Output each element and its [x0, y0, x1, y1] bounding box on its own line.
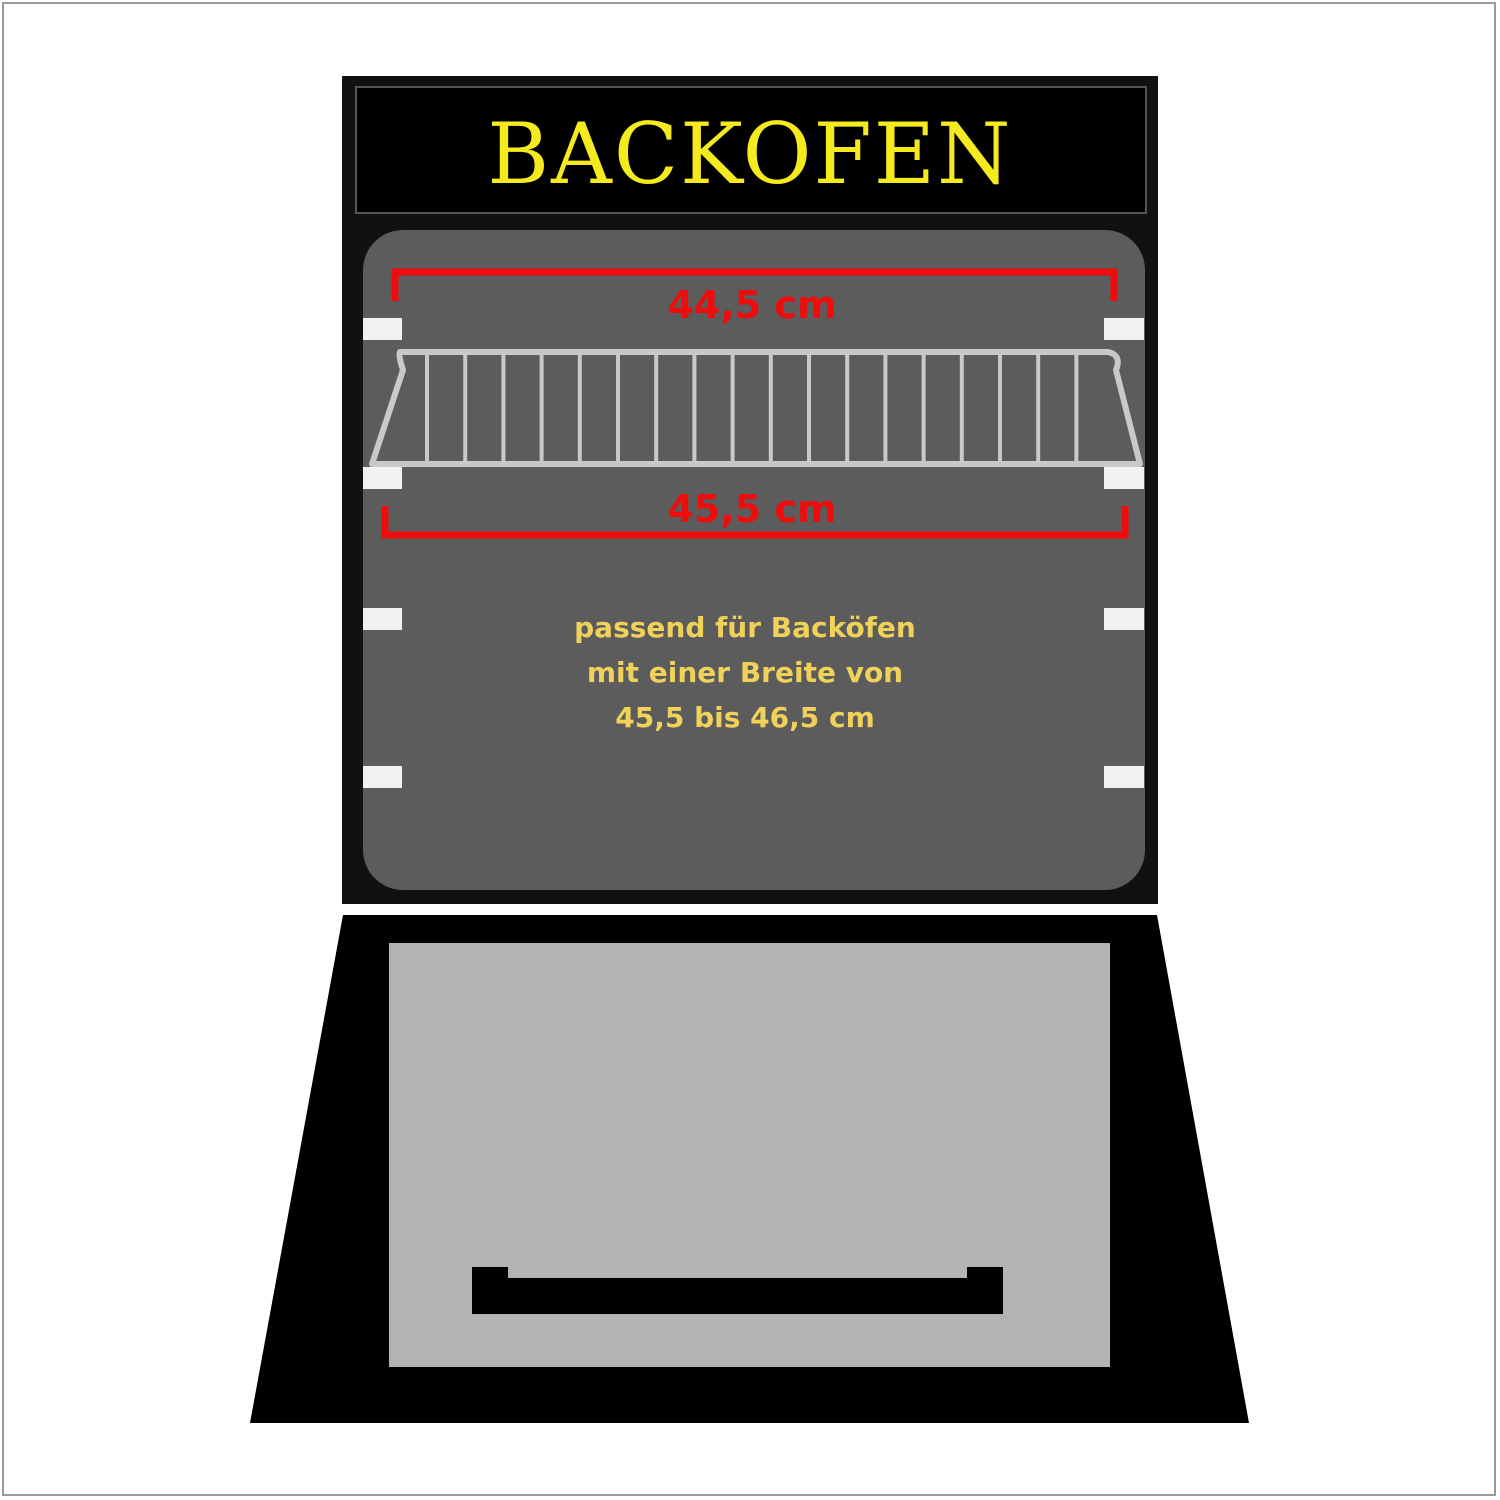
rack-slots-left	[363, 318, 402, 788]
oven-cavity	[363, 230, 1145, 890]
fit-note-line-3: 45,5 bis 46,5 cm	[615, 701, 875, 734]
fit-note-line-2: mit einer Breite von	[587, 656, 903, 689]
rack-slot	[363, 608, 402, 630]
rack-frame	[369, 349, 1143, 467]
rack-slot	[1104, 608, 1144, 630]
oven-width-bracket	[381, 506, 1129, 539]
rack-slot	[363, 467, 402, 489]
rack-slot	[363, 766, 402, 788]
rack-slot	[1104, 766, 1144, 788]
rack-bars	[425, 354, 1079, 462]
rack-width-bracket	[391, 268, 1118, 301]
rack-slot	[363, 318, 402, 340]
oven-title: BACKOFEN	[487, 105, 1012, 203]
grill-rack	[369, 349, 1143, 467]
oven-width-label: 45,5 cm	[667, 487, 836, 531]
door-handle[interactable]	[472, 1267, 1003, 1314]
rack-slots-right	[1104, 318, 1144, 788]
title-panel	[355, 86, 1147, 214]
rack-width-label: 44,5 cm	[667, 283, 836, 327]
rack-slot	[1104, 467, 1144, 489]
fit-note-line-1: passend für Backöfen	[574, 611, 916, 644]
rack-slot	[1104, 318, 1144, 340]
